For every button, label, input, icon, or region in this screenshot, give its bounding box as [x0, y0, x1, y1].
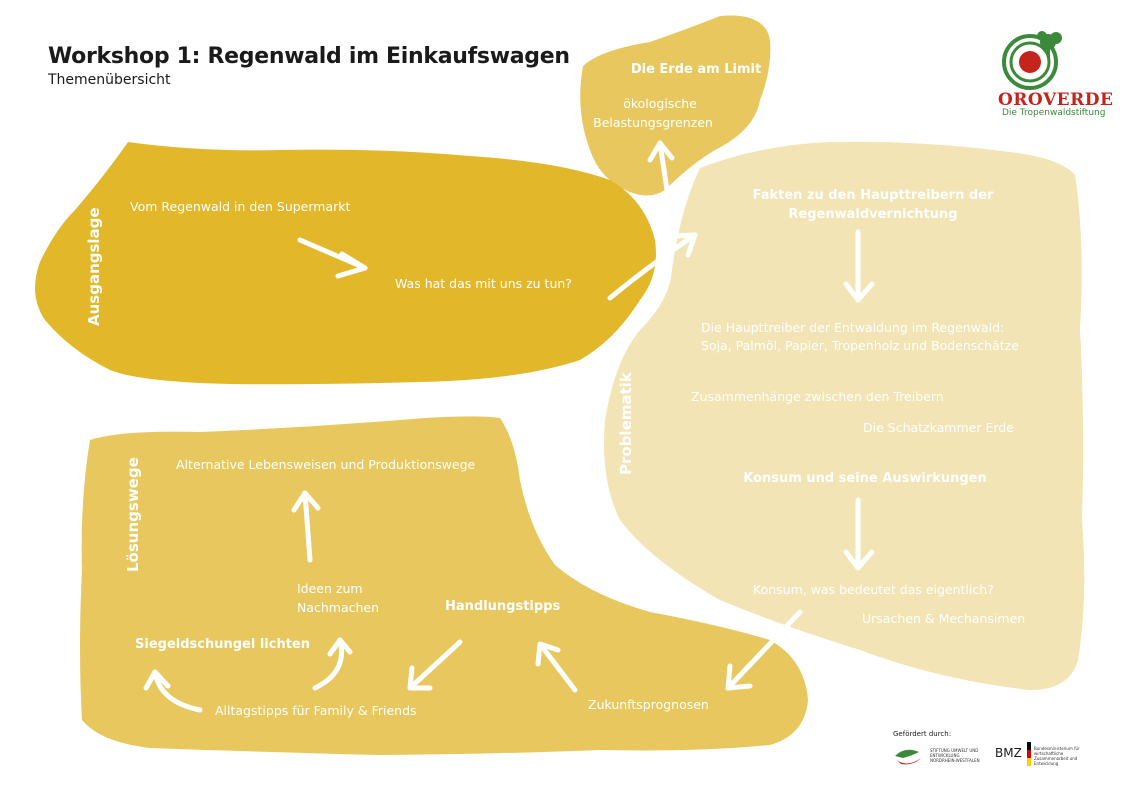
- page-title: Workshop 1: Regenwald im Einkaufswagen: [48, 44, 570, 69]
- nrw-foundation-logo-icon: [895, 749, 921, 765]
- area-problematik: [604, 141, 1085, 690]
- text-schatzkammer: Die Schatzkammer Erde: [863, 420, 1014, 435]
- label-ausgangslage: Ausgangslage: [85, 207, 103, 326]
- arrow-alltag-to-ideen: [312, 637, 353, 691]
- label-problematik: Problematik: [617, 371, 635, 475]
- arrow-alltag-to-siegel: [143, 669, 203, 713]
- heading-fakten-line2: Regenwaldvernichtung: [788, 207, 957, 222]
- arrow-handlung-to-alltag: [407, 639, 463, 691]
- area-ausgangslage: [35, 142, 656, 385]
- arrow-to-erde: [647, 140, 675, 213]
- arrow-ideen-to-alternative: [291, 490, 321, 563]
- text-oekologische: ökologische: [623, 96, 697, 111]
- bmz-label: BMZ: [995, 746, 1022, 760]
- arrow-to-problematik: [607, 232, 698, 301]
- text-alternative: Alternative Lebensweisen und Produktions…: [176, 457, 476, 472]
- text-ideen-line1: Ideen zum: [297, 581, 363, 596]
- text-konsum-was: Konsum, was bedeutet das eigentlich?: [753, 582, 994, 597]
- text-haupttreiber-line1: Die Haupttreiber der Entwaldung im Regen…: [701, 320, 1004, 335]
- text-ideen-line2: Nachmachen: [297, 600, 379, 615]
- oroverde-logo-icon: [1002, 31, 1062, 90]
- area-loesungswege: [80, 416, 808, 755]
- heading-fakten-line1: Fakten zu den Haupttreibern der: [753, 188, 994, 203]
- arrow-konsum-down: [843, 497, 875, 571]
- nrw-foundation-text: STIFTUNG UMWELT UND ENTWICKLUNG NORDRHEI…: [930, 748, 980, 763]
- text-alltagstipps: Alltagstipps für Family & Friends: [215, 703, 417, 718]
- text-haupttreiber-line2: Soja, Palmöl, Papier, Tropenholz und Bod…: [701, 338, 1019, 353]
- area-erde-am-limit: [580, 15, 771, 196]
- text-ursachen: Ursachen & Mechansimen: [862, 611, 1025, 626]
- text-zukunftsprognosen: Zukunftsprognosen: [588, 697, 709, 712]
- bmz-text: Bundesministerium für wirtschaftliche Zu…: [1034, 746, 1080, 766]
- german-flag-icon: [1027, 742, 1031, 766]
- arrow-ausgangslage-right: [297, 237, 368, 279]
- text-vom-regenwald: Vom Regenwald in den Supermarkt: [130, 199, 351, 214]
- heading-siegeldschungel: Siegeldschungel lichten: [135, 637, 310, 652]
- logo-name: OROVERDE: [998, 90, 1114, 110]
- label-loesungswege: Lösungswege: [124, 457, 142, 572]
- arrow-fakten-down: [843, 229, 875, 303]
- heading-erde-am-limit: Die Erde am Limit: [631, 62, 761, 77]
- text-was-hat-das: Was hat das mit uns zu tun?: [395, 276, 572, 291]
- logo-tagline: Die Tropenwaldstiftung: [1002, 108, 1106, 118]
- heading-handlungstipps: Handlungstipps: [445, 599, 561, 614]
- funded-by-label: Gefördert durch:: [893, 730, 952, 738]
- text-zusammenhaenge: Zusammenhänge zwischen den Treibern: [691, 389, 944, 404]
- text-belastungsgrenzen: Belastungsgrenzen: [593, 115, 713, 130]
- arrow-to-zukunft: [725, 609, 803, 691]
- page-subtitle: Themenübersicht: [48, 72, 171, 88]
- arrow-zukunft-to-handlung: [535, 641, 578, 693]
- heading-konsum: Konsum und seine Auswirkungen: [743, 471, 987, 486]
